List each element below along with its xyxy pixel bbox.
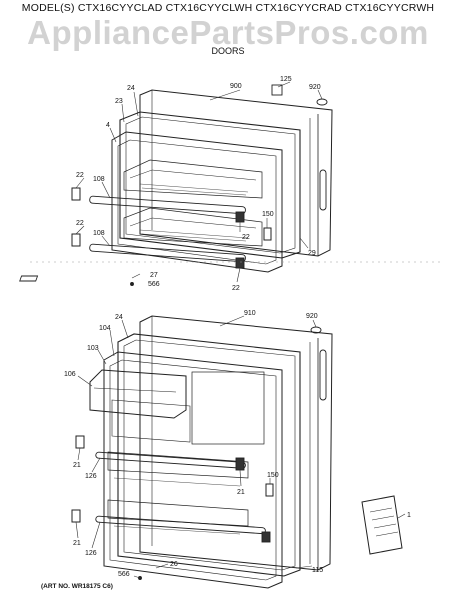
callout-29: 29 xyxy=(308,250,316,257)
section-title: DOORS xyxy=(211,46,245,56)
clip-21-a xyxy=(75,435,85,449)
freezer-door-assembly xyxy=(19,84,333,286)
callout-910: 910 xyxy=(244,310,256,317)
freezer-door-gasket xyxy=(119,111,301,259)
callout-900: 900 xyxy=(230,83,242,90)
end-cap-22-c xyxy=(235,211,245,223)
end-cap-22-b xyxy=(71,233,81,247)
callout-115: 115 xyxy=(312,567,323,574)
callout-566-upper: 566 xyxy=(148,281,160,288)
freezer-door-liner xyxy=(111,131,283,273)
callout-104: 104 xyxy=(99,325,111,332)
callout-125: 125 xyxy=(280,76,292,83)
dairy-compartment-door xyxy=(89,369,187,419)
clip-21-b xyxy=(235,457,245,471)
callout-22-a: 22 xyxy=(76,172,84,179)
clip-21-c xyxy=(71,509,81,523)
door-stop-150-upper xyxy=(263,227,272,241)
fresh-food-shelf-bar-upper xyxy=(95,451,246,469)
callout-24-lower: 24 xyxy=(115,314,123,321)
callout-4: 4 xyxy=(106,122,110,129)
end-cap-22-d xyxy=(235,257,245,269)
fresh-food-door-gasket xyxy=(117,333,301,577)
callout-22-c: 22 xyxy=(242,234,250,241)
freezer-shelf-bar-upper xyxy=(89,195,246,215)
model-list-header: MODEL(S) CTX16CYYCLAD CTX16CYYCLWH CTX16… xyxy=(21,2,435,14)
freezer-shelf-bar-lower xyxy=(89,243,246,263)
part-125-block xyxy=(271,84,283,96)
callout-27: 27 xyxy=(150,272,158,279)
door-stop-150-lower xyxy=(265,483,274,497)
fresh-food-door-assembly xyxy=(71,315,403,589)
callout-21-c: 21 xyxy=(73,540,81,547)
art-number: (ART NO. WR18175 C6) xyxy=(41,583,113,590)
callout-150-lower: 150 xyxy=(267,472,279,479)
callout-21-b: 21 xyxy=(237,489,245,496)
bracket-27 xyxy=(19,275,39,282)
callout-leader-lines xyxy=(75,81,406,579)
plug-920-upper xyxy=(316,98,328,106)
callout-106: 106 xyxy=(64,371,76,378)
part-1-instruction-card xyxy=(361,495,403,555)
fresh-food-door-liner xyxy=(103,351,283,589)
callout-108-b: 108 xyxy=(93,230,105,237)
callout-24-upper: 24 xyxy=(127,85,135,92)
clip-21-d xyxy=(261,531,271,543)
screw-566-upper xyxy=(130,282,134,286)
callout-22-b: 22 xyxy=(76,220,84,227)
callout-1: 1 xyxy=(407,512,411,519)
callout-566-lower: 566 xyxy=(118,571,130,578)
callout-26: 26 xyxy=(170,561,178,568)
callout-920-lower: 920 xyxy=(306,313,318,320)
callout-108-a: 108 xyxy=(93,176,105,183)
fresh-food-shelf-bar-lower xyxy=(95,515,266,535)
callout-labels: 900 125 920 24 23 4 22 108 22 108 150 22… xyxy=(64,76,411,578)
callout-126-b: 126 xyxy=(85,550,97,557)
callout-22-d: 22 xyxy=(232,285,240,292)
site-watermark: AppliancePartsPros.com xyxy=(27,14,429,51)
callout-21-a: 21 xyxy=(73,462,81,469)
callout-23: 23 xyxy=(115,98,123,105)
freezer-door-handle xyxy=(319,169,327,211)
fresh-food-door-handle xyxy=(319,349,327,401)
end-cap-22-a xyxy=(71,187,81,201)
callout-126-a: 126 xyxy=(85,473,97,480)
callout-150-upper: 150 xyxy=(262,211,274,218)
callout-103: 103 xyxy=(87,345,99,352)
callout-920-upper: 920 xyxy=(309,84,321,91)
